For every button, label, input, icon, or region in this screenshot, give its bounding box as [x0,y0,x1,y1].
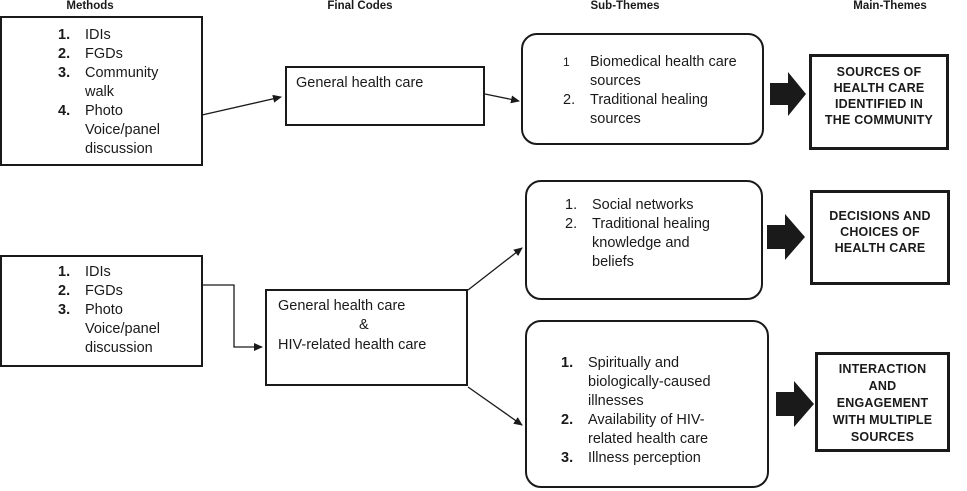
final-code-ampersand: & [359,317,369,333]
main-theme-label: INTERACTION AND ENGAGEMENT WITH MULTIPLE… [832,362,933,444]
sub-theme-list-2a: 1.Social networks 2.Traditional healing … [565,196,710,272]
list-item: 1.IDIs [58,264,111,280]
final-code-line-1: General health care [278,298,406,314]
sub-theme-box-2b: 1.Spiritually and biologically-caused il… [525,320,769,488]
block-arrow-1-icon [770,72,806,116]
main-theme-box-1: SOURCES OF HEALTH CARE IDENTIFIED IN THE… [809,54,949,150]
list-item: Voice/panel [85,321,160,337]
list-item: 1.Social networks [565,197,694,213]
list-item: walk [85,84,115,100]
arrow-code2-to-sub2b [467,386,523,426]
header-sub-themes: Sub-Themes [590,0,660,12]
sub-theme-box-2a: 1.Social networks 2.Traditional healing … [525,180,763,300]
header-final-codes: Final Codes [327,0,393,12]
final-code-box-1: General health care [285,66,485,126]
final-code-line-3: HIV-related health care [278,337,427,353]
main-theme-box-2a: DECISIONS AND CHOICES OF HEALTH CARE [810,190,950,285]
main-theme-label: DECISIONS AND CHOICES OF HEALTH CARE [829,209,931,255]
list-item: 3.Photo [58,302,123,318]
list-item: 1.Spiritually and [561,355,680,371]
list-item: beliefs [592,254,634,270]
arrow-methods2-to-code2 [203,284,263,351]
methods-list-2: 1.IDIs 2.FGDs 3.Photo Voice/panel discus… [58,263,160,358]
list-item: 4.Photo [58,103,123,119]
final-code-label: General health care [296,75,424,91]
list-item: 3.Community [58,65,159,81]
arrow-methods1-to-code1 [201,94,282,116]
list-item: 2.FGDs [58,46,123,62]
header-main-themes: Main-Themes [853,0,927,12]
list-item: sources [590,111,641,127]
final-code-box-2: General health care & HIV-related health… [265,289,468,386]
methods-box-2: 1.IDIs 2.FGDs 3.Photo Voice/panel discus… [0,255,203,367]
list-item: discussion [85,340,153,356]
list-item: Voice/panel [85,122,160,138]
list-item: biologically-caused [588,374,711,390]
list-item: 2.Availability of HIV- [561,412,705,428]
list-item: discussion [85,141,153,157]
methods-box-1: 1.IDIs 2.FGDs 3.Community walk 4.Photo V… [0,16,203,166]
list-item: 3.Illness perception [561,450,701,466]
main-theme-box-2b: INTERACTION AND ENGAGEMENT WITH MULTIPLE… [815,352,950,452]
list-item: related health care [588,431,709,447]
block-arrow-2-icon [767,214,805,260]
methods-list-1: 1.IDIs 2.FGDs 3.Community walk 4.Photo V… [58,26,160,159]
list-item: knowledge and [592,235,690,251]
list-item: 2.Traditional healing [565,216,710,232]
list-item: 1.IDIs [58,27,111,43]
list-item: illnesses [588,393,644,409]
arrow-code1-to-sub1 [484,93,520,104]
list-item: 2.FGDs [58,283,123,299]
list-item: sources [590,73,641,89]
main-theme-label: SOURCES OF HEALTH CARE IDENTIFIED IN THE… [824,65,934,127]
block-arrow-3-icon [776,381,814,427]
sub-theme-list-2b: 1.Spiritually and biologically-caused il… [561,354,711,468]
arrow-code2-to-sub2a [467,247,523,291]
header-methods: Methods [66,0,114,12]
list-item: 2.Traditional healing [563,92,708,108]
